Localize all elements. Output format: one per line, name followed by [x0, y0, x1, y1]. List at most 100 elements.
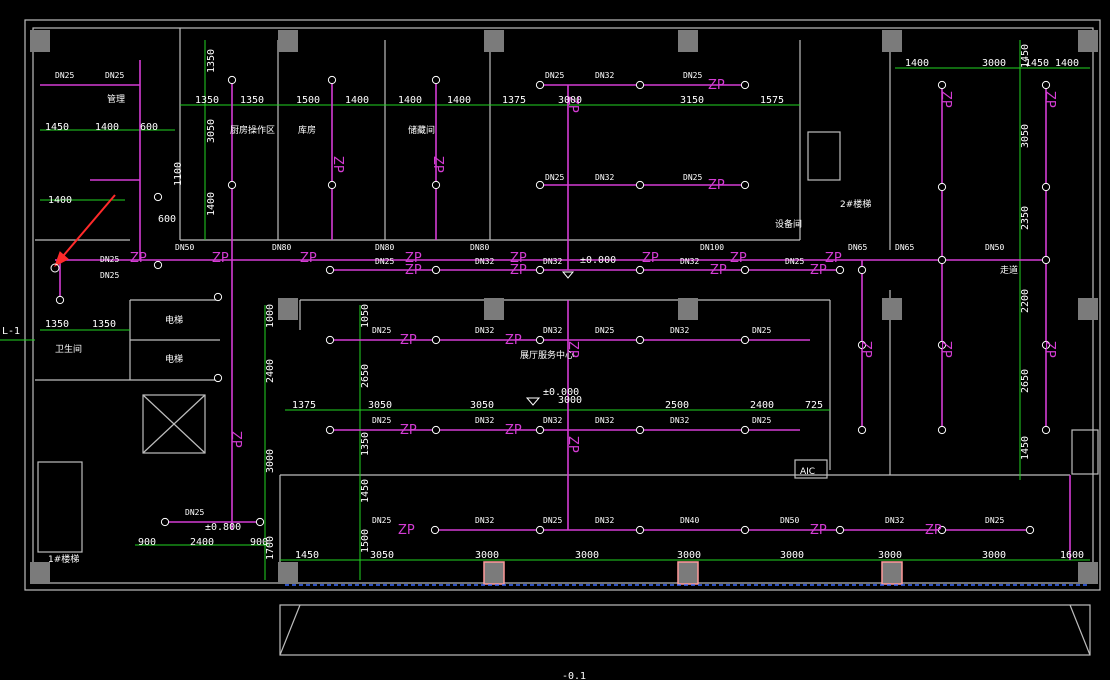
pipe-size: DN25: [100, 271, 119, 280]
dim-text: 1350: [360, 432, 371, 456]
pipes: [40, 60, 1071, 560]
dim-text: 3050: [206, 119, 217, 143]
dim-text: 3000: [558, 395, 582, 406]
sprinkler-head: [535, 335, 545, 345]
dim-text: 1350: [240, 95, 264, 106]
room-label: 库房: [298, 124, 316, 136]
sprinkler-head: [740, 265, 750, 275]
dim-text: 3000: [575, 550, 599, 561]
dim-text: 2350: [1020, 206, 1031, 230]
axis-marks: L-1 -0.1: [0, 326, 1090, 680]
dim-text: 2500: [665, 400, 689, 411]
zp-label: ZP: [708, 78, 725, 93]
dim-text: 1400: [95, 122, 119, 133]
level-triangle: [525, 397, 541, 406]
sprinkler-head: [430, 525, 440, 535]
pipe-size: DN25: [372, 516, 391, 525]
room-label: 电梯: [165, 314, 183, 326]
sprinkler-head: [635, 335, 645, 345]
zp-label: ZP: [510, 263, 527, 278]
dim-text: 725: [805, 400, 823, 411]
zp-label: ZP: [400, 423, 417, 438]
zp-label: ZP: [505, 333, 522, 348]
zp-label: ZP: [810, 523, 827, 538]
zp-label: ZP: [810, 263, 827, 278]
dim-text: 1400: [206, 192, 217, 216]
pipe-size: DN32: [475, 516, 494, 525]
zp-label: ZP: [212, 251, 229, 266]
pipe-size: DN80: [470, 243, 489, 252]
pipe-size: DN50: [780, 516, 799, 525]
dim-text: 3050: [368, 400, 392, 411]
pipe-size: DN25: [752, 326, 771, 335]
sprinkler-head: [327, 75, 337, 85]
room-label: AIC: [800, 467, 815, 477]
dim-text: 900: [250, 537, 268, 548]
sprinkler-head: [1041, 182, 1051, 192]
sprinkler-head: [160, 517, 170, 527]
dim-text: 1450: [360, 479, 371, 503]
sprinkler-head: [327, 180, 337, 190]
zp-label: ZP: [565, 96, 580, 113]
walls: [24, 19, 1101, 656]
sprinkler-head: [431, 265, 441, 275]
dim-text: 2200: [1020, 289, 1031, 313]
zp-labels: ZP ZP ZP ZP ZP ZP ZP ZP ZP ZP ZP ZP ZP Z…: [130, 78, 1057, 538]
room-label: 储藏间: [408, 124, 435, 136]
pipe-size: DN80: [375, 243, 394, 252]
sprinkler-head: [227, 180, 237, 190]
sprinkler-head: [1041, 255, 1051, 265]
pipe-size: DN50: [175, 243, 194, 252]
sprinkler-head: [213, 292, 223, 302]
pipe-size: DN25: [375, 257, 394, 266]
dim-text: 1350: [92, 319, 116, 330]
pipe-size: DN100: [700, 243, 724, 252]
dim-text: 1350: [45, 319, 69, 330]
zp-label: ZP: [565, 341, 580, 358]
room-labels: 管理 厨房操作区 库房 储藏间 展厅服务中心 1#楼梯 2#楼梯 电梯 电梯 卫…: [48, 93, 1018, 565]
pipe-size: DN25: [543, 516, 562, 525]
pipe-size: DN32: [595, 416, 614, 425]
sprinkler-head: [635, 80, 645, 90]
dim-text: 600: [140, 122, 158, 133]
sprinkler-head: [635, 525, 645, 535]
axis-label-bottom: -0.1: [562, 671, 586, 680]
pipe-size: DN50: [985, 243, 1004, 252]
zp-label: ZP: [925, 523, 942, 538]
zp-label: ZP: [405, 263, 422, 278]
dim-text: 1400: [345, 95, 369, 106]
dim-text: 1400: [447, 95, 471, 106]
sprinkler-head: [857, 425, 867, 435]
pipe-size: DN32: [595, 71, 614, 80]
zp-label: ZP: [938, 91, 953, 108]
dim-text: 1450: [45, 122, 69, 133]
dimension-texts: 1350 1350 1500 1400 1400 1400 1375 3000 …: [45, 44, 1084, 561]
level-triangle: [561, 271, 575, 279]
sprinkler-head: [857, 340, 867, 350]
zp-label: ZP: [400, 333, 417, 348]
room-label: 展厅服务中心: [520, 349, 574, 361]
pipe-size: DN25: [372, 326, 391, 335]
sprinkler-head: [835, 525, 845, 535]
sprinkler-head: [937, 340, 947, 350]
pipe-size: DN65: [848, 243, 867, 252]
room-label: 厨房操作区: [230, 124, 275, 136]
room-label: 电梯: [165, 353, 183, 365]
pipe-size: DN25: [752, 416, 771, 425]
dim-text: 1400: [398, 95, 422, 106]
pipe-size: DN32: [475, 326, 494, 335]
pipe-size: DN32: [475, 257, 494, 266]
dim-text: 1450: [1020, 44, 1031, 68]
pipe-size: DN32: [543, 257, 562, 266]
sprinkler-head: [55, 295, 65, 305]
pipe-size-labels: DN25 DN25 DN25 DN25 DN50 DN80 DN80 DN80 …: [55, 71, 1004, 525]
sprinkler-heads: [55, 75, 1051, 535]
zp-label: ZP: [1042, 91, 1057, 108]
dim-text: 1350: [195, 95, 219, 106]
zp-label: ZP: [405, 251, 422, 266]
sprinkler-head: [1041, 425, 1051, 435]
dim-text: 3050: [1020, 124, 1031, 148]
pipe-size: DN25: [55, 71, 74, 80]
